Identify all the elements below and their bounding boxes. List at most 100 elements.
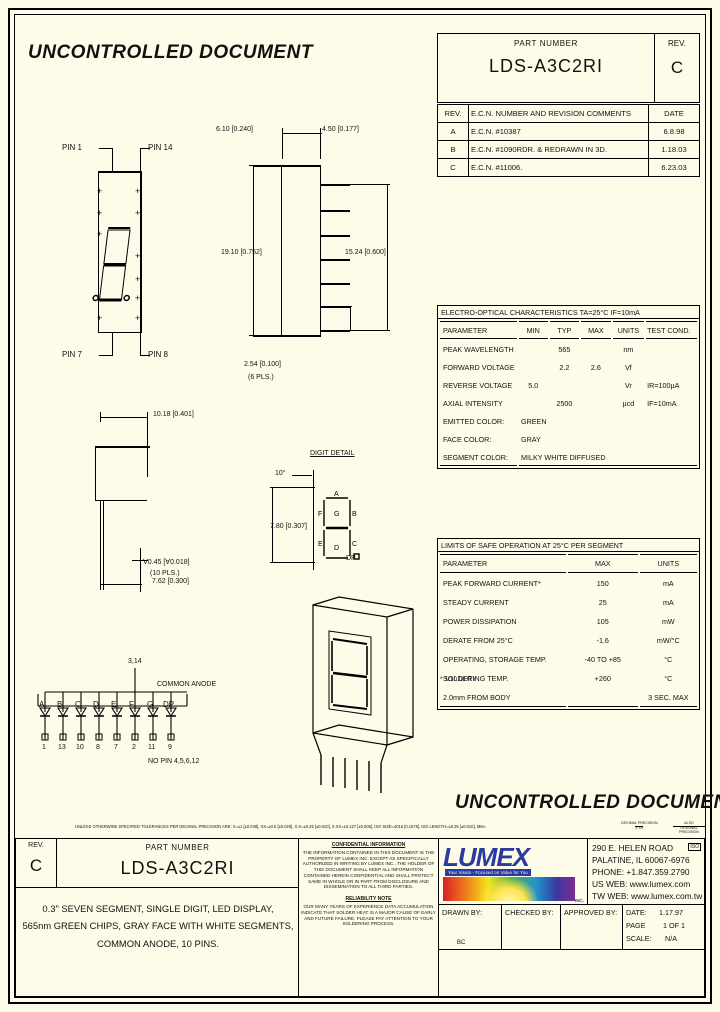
ecn-header-comment: E.C.N. NUMBER AND REVISION COMMENTS — [468, 104, 649, 123]
lim-units: mA — [662, 598, 674, 607]
eo-color-value: GREEN — [520, 416, 547, 426]
seg-label-d: D — [93, 700, 99, 709]
title-rev-value: C — [29, 856, 43, 875]
dim-2-54-places: (6 PLS.) — [248, 374, 274, 381]
table-row: OPERATING, STORAGE TEMP. -40 TO +85 °C — [440, 651, 697, 668]
lim-units: mW — [661, 617, 675, 626]
title-rev-cell: REV. C — [15, 838, 57, 888]
limits-block: LIMITS OF SAFE OPERATION AT 25°C PER SEG… — [437, 538, 700, 710]
lumex-inc-label: INC. — [575, 898, 584, 903]
pin-num-b: 13 — [58, 744, 66, 751]
electro-optical-block: ELECTRO-OPTICAL CHARACTERISTICS TA=25°C … — [437, 305, 700, 469]
pin-num-f: 2 — [132, 744, 136, 751]
eo-header-max: MAX — [581, 321, 611, 339]
table-row: STEADY CURRENT 25 mA — [440, 594, 697, 611]
eo-min — [519, 395, 548, 411]
table-row: C E.C.N. #11006. 6.23.03 — [437, 158, 700, 177]
eo-header-min: MIN — [518, 321, 548, 339]
pin8-label: PIN 8 — [148, 350, 169, 359]
sunburst-graphic — [479, 877, 539, 901]
eo-parameter: FORWARD VOLTAGE — [443, 362, 515, 372]
title-block-filler — [438, 949, 705, 997]
pin-num-d: 8 — [96, 744, 100, 751]
tolerance-fraction-1: DECIMAL PRECISION X.XX — [621, 821, 658, 831]
checked-by-label: CHECKED BY: — [505, 908, 554, 917]
seg-label-e: E — [111, 700, 117, 709]
confidential-body: THE INFORMATION CONTAINED IN THIS DOCUME… — [302, 850, 435, 890]
title-part-number-value: LDS-A3C2RI — [120, 858, 235, 878]
eo-units: µcd — [622, 398, 635, 408]
tolerance-fraction-1-top: DECIMAL PRECISION — [621, 821, 658, 825]
drawing-frame-outer — [8, 8, 712, 1004]
ecn-date: 6.23.03 — [648, 158, 700, 177]
digit-detail-segments: G F B E C D A — [318, 491, 360, 560]
dim-19-10: 19.10 [0.752] — [221, 249, 262, 256]
ecn-comment: E.C.N. #11006. — [468, 158, 649, 177]
table-row: REVERSE VOLTAGE 5.0 Vr IR=100µA — [440, 377, 697, 393]
seg-label-dp: DP — [163, 700, 175, 709]
eo-max — [581, 341, 610, 357]
lim-units: 3 SEC. MAX — [639, 689, 697, 707]
eo-typ — [550, 377, 580, 393]
drawn-by-value: BC — [457, 940, 466, 946]
eo-color-label: FACE COLOR: — [443, 434, 492, 444]
watermark-top: UNCONTROLLED DOCUMENT — [28, 42, 313, 63]
scale-label: SCALE: — [626, 934, 652, 943]
eo-color-label: SEGMENT COLOR: — [440, 449, 517, 466]
table-row: SEGMENT COLOR: MILKY WHITE DIFFUSED — [440, 449, 697, 466]
table-row: DERATE FROM 25°C -1.6 mW/°C — [440, 632, 697, 649]
part-number-label: PART NUMBER — [514, 39, 578, 48]
svg-text:A: A — [334, 491, 339, 498]
svg-text:G: G — [334, 511, 339, 518]
lumex-wordmark: LUMEX — [443, 842, 530, 872]
lim-units: mW/°C — [656, 636, 680, 645]
eo-max: 2.6 — [590, 362, 601, 372]
eo-parameter: PEAK WAVELENGTH — [443, 344, 514, 354]
eo-header-units: UNITS — [612, 321, 645, 339]
checked-by-cell: CHECKED BY: — [501, 904, 561, 950]
lim-parameter: 2.0mm FROM BODY — [440, 689, 566, 707]
common-anode-label: COMMON ANODE — [157, 681, 217, 688]
limits-title: LIMITS OF SAFE OPERATION AT 25°C PER SEG… — [441, 541, 624, 550]
confidential-cell: CONFIDENTIAL INFORMATION THE INFORMATION… — [298, 838, 439, 997]
page-label: PAGE — [626, 921, 646, 930]
reliability-note-title: RELIABILITY NOTE — [345, 896, 392, 903]
lim-parameter: DERATE FROM 25°C — [443, 636, 513, 645]
dim-hole-places: (10 PLS.) — [150, 570, 180, 577]
title-rev-label: REV. — [28, 842, 44, 849]
lim-max: 150 — [596, 579, 609, 588]
eo-cond: IF=10mA — [647, 398, 677, 408]
ecn-header-rev: REV. — [437, 104, 469, 123]
table-row: B E.C.N. #1090RDR. & REDRAWN IN 3D. 1.18… — [437, 140, 700, 159]
pin-num-g: 11 — [148, 744, 156, 751]
lim-max: -40 TO +85 — [584, 655, 621, 664]
common-anode-schematic — [37, 668, 188, 741]
part-number-cell: PART NUMBER LDS-A3C2RI — [437, 33, 655, 103]
lim-max: -1.6 — [596, 636, 609, 645]
company-us-web: US WEB: www.lumex.com — [592, 878, 691, 889]
table-row: EMITTED COLOR: GREEN — [440, 413, 697, 429]
pin-num-e: 7 — [114, 744, 118, 751]
ecn-revision-table: REV. E.C.N. NUMBER AND REVISION COMMENTS… — [437, 104, 700, 177]
lumex-logo: LUMEX Your Vision - Focused on Value for… — [439, 839, 587, 904]
lim-max: 25 — [598, 598, 607, 607]
eo-parameter: REVERSE VOLTAGE — [443, 380, 513, 390]
eo-min: 5.0 — [528, 380, 539, 390]
eo-typ: 2.2 — [559, 362, 570, 372]
lim-header-max: MAX — [567, 554, 638, 573]
table-row: AXIAL INTENSITY 2500 µcd IF=10mA — [440, 395, 697, 411]
reliability-note-body: OUR MANY YEARS OF EXPERIENCE DATA ACCUMU… — [301, 904, 436, 927]
svg-text:C: C — [352, 541, 357, 548]
lim-parameter: POWER DISSIPATION — [443, 617, 517, 626]
lim-parameter: OPERATING, STORAGE TEMP. — [443, 655, 547, 664]
eo-color-value: GRAY — [520, 434, 541, 444]
table-row: PEAK FORWARD CURRENT* 150 mA — [440, 575, 697, 592]
eo-min — [519, 359, 548, 375]
svg-text:B: B — [352, 511, 357, 518]
drawing-frame-inner — [14, 14, 706, 998]
eo-units: Vf — [624, 362, 632, 372]
lim-units: °C — [664, 674, 673, 683]
ecn-comment: E.C.N. #10387 — [468, 122, 649, 141]
seg-label-f: F — [129, 700, 134, 709]
ecn-date: 6.8.98 — [648, 122, 700, 141]
